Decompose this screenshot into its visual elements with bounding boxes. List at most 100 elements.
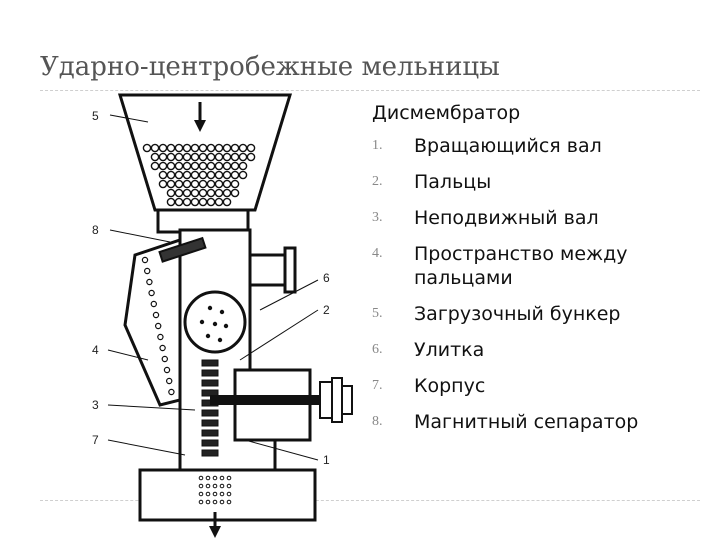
outlet-particle (219, 491, 225, 497)
granule (214, 143, 224, 153)
legend-number: 8. (372, 414, 383, 429)
pin (201, 359, 219, 367)
legend-title: Дисмембратор (372, 102, 521, 124)
outlet-particle (219, 499, 225, 505)
legend-number: 2. (372, 174, 383, 189)
legend-item: 7. Корпус (372, 374, 702, 398)
callout-6: 6 (323, 271, 330, 285)
granule (174, 188, 184, 198)
outlet-particles (198, 475, 232, 505)
granule (198, 179, 208, 189)
granule (230, 143, 240, 153)
granule (166, 179, 176, 189)
chute-particle (143, 267, 151, 275)
outlet-particle (226, 483, 232, 489)
granule (174, 170, 184, 180)
granule (166, 170, 176, 180)
granule (182, 197, 192, 207)
pin (201, 409, 219, 417)
outlet-particle (205, 475, 211, 481)
granule (182, 143, 192, 153)
slide-title: Ударно-центробежные мельницы (40, 52, 500, 82)
pin (201, 369, 219, 377)
legend-text: Пространство между пальцами (414, 243, 628, 289)
chute-particle (146, 278, 153, 286)
legend-item: 8. Магнитный сепаратор (372, 410, 702, 434)
granule (158, 143, 168, 153)
chute-particle (152, 311, 160, 319)
legend-item: 2. Пальцы (372, 170, 702, 194)
legend-text: Корпус (414, 375, 486, 397)
legend-item: 6. Улитка (372, 338, 702, 362)
legend-number: 4. (372, 246, 383, 261)
callout-2: 2 (323, 303, 330, 317)
legend-item: 3. Неподвижный вал (372, 206, 702, 230)
title-divider (40, 90, 700, 91)
granule (206, 197, 216, 207)
granule (182, 188, 192, 198)
granule (246, 143, 256, 153)
chute-particles (141, 256, 175, 396)
callout-5: 5 (92, 109, 99, 123)
granule (166, 188, 176, 198)
hopper-granules (142, 143, 256, 207)
outlet-particle (198, 483, 204, 489)
granule (230, 188, 240, 198)
pin (201, 449, 219, 457)
granule (190, 179, 200, 189)
granule (246, 152, 256, 162)
callout-1: 1 (323, 453, 330, 467)
granule (158, 170, 168, 180)
granule (222, 143, 232, 153)
chute-particle (168, 388, 175, 396)
granule (142, 143, 152, 153)
granule (150, 161, 160, 171)
legend-item: 4. Пространство между пальцами (372, 242, 702, 290)
callouts (107, 114, 319, 461)
chute-particle (141, 256, 149, 264)
outlet-particle (226, 491, 232, 497)
volute-dot (207, 305, 213, 311)
granule (174, 143, 184, 153)
granule (238, 143, 248, 153)
legend-number: 3. (372, 210, 383, 225)
outlet-particle (212, 483, 218, 489)
granule (198, 152, 208, 162)
granule (166, 161, 176, 171)
chute-particle (163, 366, 171, 374)
granule (150, 143, 160, 153)
side-chute (123, 237, 182, 407)
callout-7: 7 (92, 433, 99, 447)
granule (214, 188, 224, 198)
outlet-particle (219, 483, 225, 489)
callout-4: 4 (92, 343, 99, 357)
granule (222, 188, 232, 198)
legend-text: Вращающийся вал (414, 135, 602, 157)
granule (190, 197, 200, 207)
granule (222, 161, 232, 171)
volute-dot (223, 323, 229, 329)
granule (214, 161, 224, 171)
outlet-particle (212, 499, 218, 505)
outlet-particle (212, 491, 218, 497)
dismembrator-diagram: 5 8 4 3 7 6 2 1 (92, 93, 353, 538)
granule (190, 143, 200, 153)
granule (182, 152, 192, 162)
granule (230, 170, 240, 180)
granule (230, 179, 240, 189)
granule (214, 179, 224, 189)
granule (166, 143, 176, 153)
granule (190, 188, 200, 198)
granule (198, 170, 208, 180)
volute-dot (205, 333, 211, 339)
granule (190, 152, 200, 162)
volute-dot (199, 319, 205, 325)
granule (238, 161, 248, 171)
granule (206, 152, 216, 162)
pin (201, 429, 219, 437)
granule (230, 152, 240, 162)
granule (158, 179, 168, 189)
granule (214, 170, 224, 180)
legend-text: Неподвижный вал (414, 207, 599, 229)
callout-8: 8 (92, 223, 99, 237)
